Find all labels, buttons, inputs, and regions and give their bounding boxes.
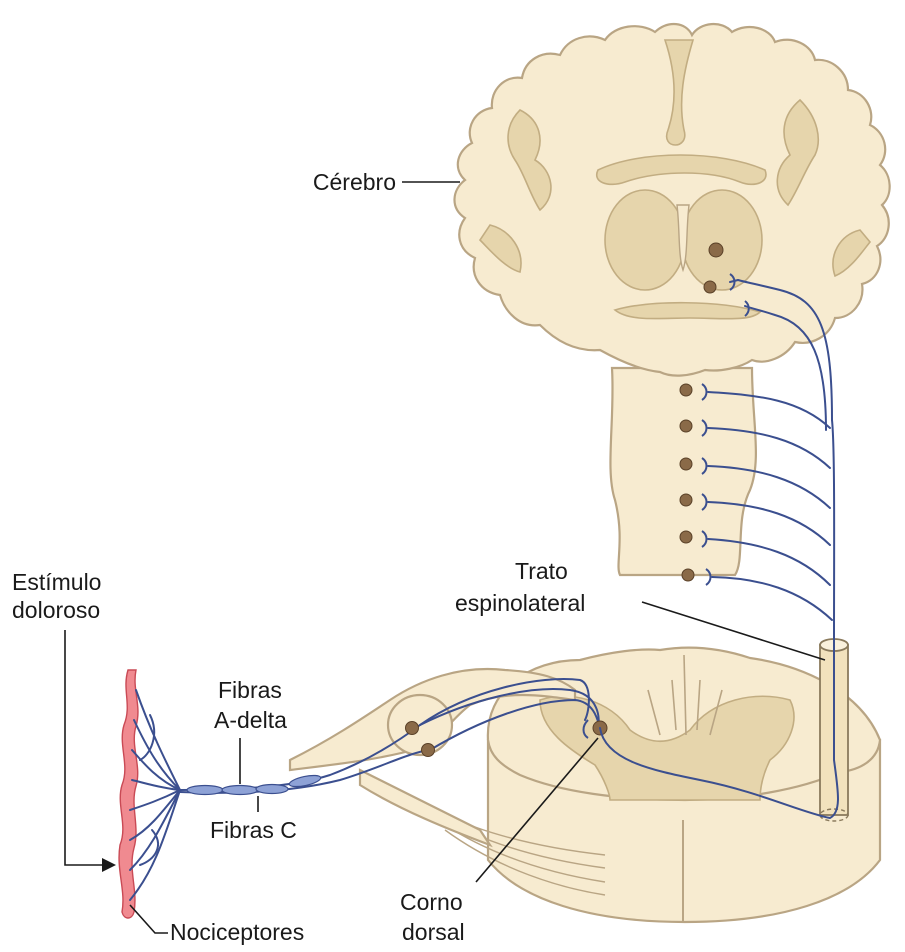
label-brain: Cérebro [313, 169, 396, 195]
myelin-segments [187, 773, 322, 794]
label-adelta-line2: A-delta [214, 707, 287, 733]
brain [454, 24, 889, 575]
thalamus-left [605, 190, 685, 290]
label-horn-line2: dorsal [402, 919, 465, 945]
thalamus-right [682, 190, 762, 290]
drg-neuron-2 [422, 744, 435, 757]
leader-nociceptors [130, 905, 168, 933]
ventral-root-sheath [360, 770, 490, 845]
label-stimulus-line2: doloroso [12, 597, 100, 623]
brain-cortex [454, 24, 889, 376]
label-fibers-c: Fibras C [210, 817, 297, 843]
label-adelta-line1: Fibras [218, 677, 282, 703]
label-tract-line2: espinolateral [455, 590, 585, 616]
brainstem [610, 368, 755, 575]
skin-layer [119, 670, 138, 918]
label-horn-line1: Corno [400, 889, 463, 915]
skin [119, 670, 138, 918]
label-stimulus-line1: Estímulo [12, 569, 101, 595]
leader-stimulus [65, 630, 102, 865]
label-nociceptors: Nociceptores [170, 919, 304, 945]
stimulus-arrowhead [102, 858, 116, 872]
label-tract-line1: Trato [515, 558, 568, 584]
drg-neuron-1 [406, 722, 419, 735]
